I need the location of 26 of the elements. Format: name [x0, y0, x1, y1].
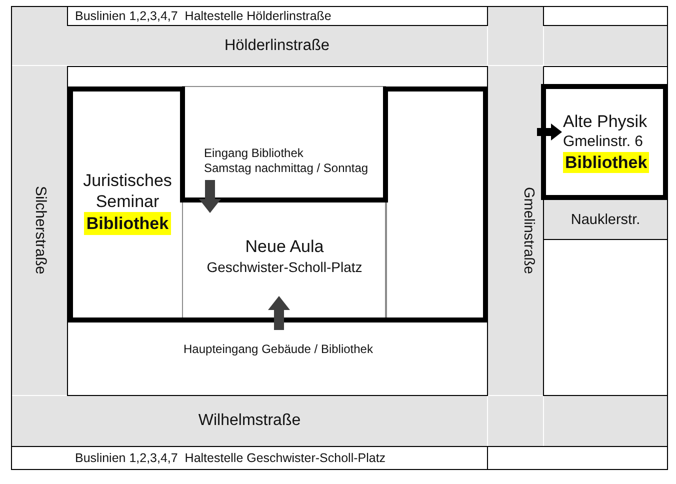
building-name: Alte Physik	[563, 111, 648, 132]
street-band	[544, 200, 667, 240]
bus-stop-row	[67, 6, 488, 26]
library-label: Bibliothek	[84, 212, 171, 235]
entrance-note: Haupteingang Gebäude / Bibliothek	[184, 341, 373, 357]
entrance-note: Samstag nachmittag / Sonntag	[204, 161, 368, 176]
street-band	[12, 396, 487, 446]
bus-stop-note: Buslinien 1,2,3,4,7 Haltestelle Geschwister-Scholl-Platz	[75, 450, 386, 466]
street-name: Hölderlinstraße	[224, 36, 330, 55]
street-name: Wilhelmstraße	[198, 411, 301, 431]
entrance-note: Eingang Bibliothek	[204, 146, 304, 161]
library-label: Bibliothek	[563, 152, 650, 173]
bus-stop-note: Buslinien 1,2,3,4,7 Haltestelle Hölderlinstraße	[75, 8, 332, 24]
room-name: Juristisches Seminar	[82, 170, 173, 212]
street-name: Nauklerstr.	[570, 210, 640, 228]
arrow	[199, 180, 221, 213]
street-name: Gmelinstraße	[520, 186, 538, 274]
arrow	[268, 296, 290, 330]
square-name: Geschwister-Scholl-Platz	[206, 258, 362, 276]
street-band	[12, 66, 67, 395]
arrow	[537, 124, 562, 140]
street-address: Gmelinstr. 6	[563, 132, 644, 152]
street-name: Silcherstraße	[31, 186, 50, 275]
building-name: Neue Aula	[245, 236, 324, 258]
street-band	[67, 26, 487, 65]
street-band	[488, 66, 543, 395]
